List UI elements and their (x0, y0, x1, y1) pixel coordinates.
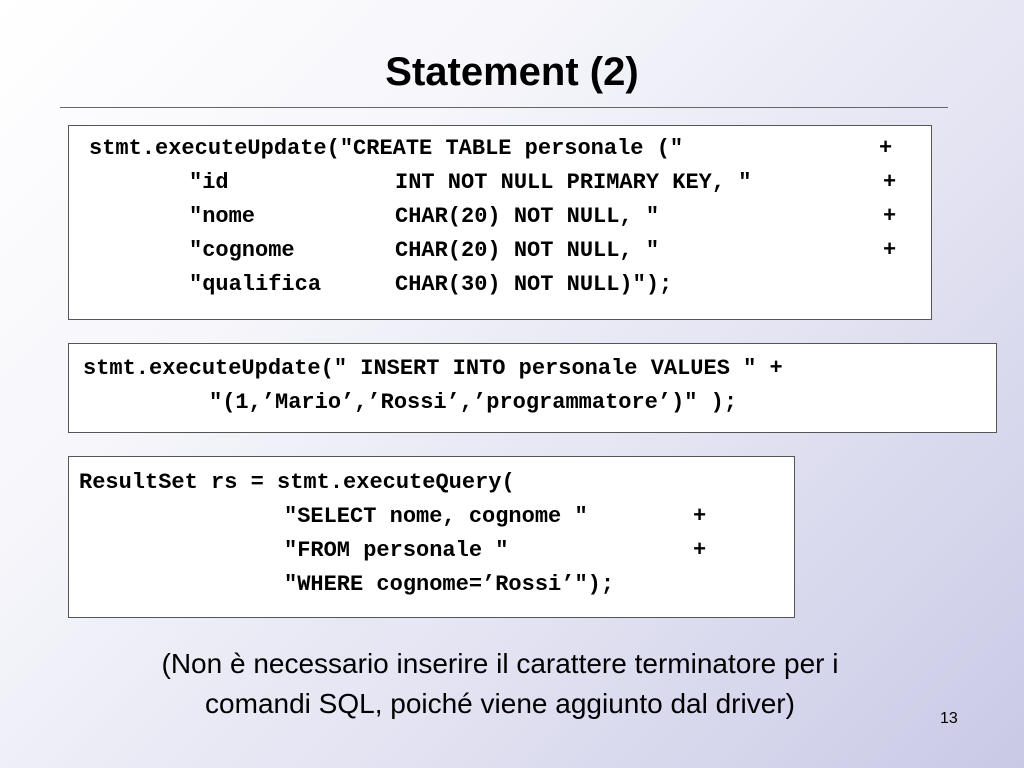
code-fragment: ″nome (189, 204, 256, 229)
code-fragment: + (883, 238, 897, 263)
code-fragment: + (693, 504, 707, 529)
code-fragment: + (883, 204, 897, 229)
code-line: ″SELECT nome, cognome ″ + (69, 500, 706, 534)
code-line: ResultSet rs = stmt.executeQuery( (69, 466, 515, 500)
insert-code-box: stmt.executeUpdate(″ INSERT INTO persona… (68, 343, 997, 433)
driver-terminator-note: (Non è necessario inserire il carattere … (0, 644, 1000, 724)
note-line: comandi SQL, poiché viene aggiunto dal d… (205, 688, 795, 719)
code-fragment: + (883, 170, 897, 195)
code-line: ″WHERE cognome=’Rossi’″); (69, 568, 614, 602)
code-fragment: ″WHERE cognome=’Rossi’″); (284, 572, 615, 597)
code-fragment: ″(1,’Mario’,’Rossi’,’programmatore’)″ ); (209, 390, 738, 415)
code-fragment: INT NOT NULL PRIMARY KEY, ″ (395, 170, 752, 195)
code-line: ″nome CHAR(20) NOT NULL, ″ + (69, 200, 896, 234)
code-fragment: CHAR(20) NOT NULL, ″ (395, 238, 660, 263)
select-query-code-box: ResultSet rs = stmt.executeQuery( ″SELEC… (68, 456, 795, 618)
code-line: ″id INT NOT NULL PRIMARY KEY, ″ + (69, 166, 896, 200)
code-line: ″(1,’Mario’,’Rossi’,’programmatore’)″ ); (69, 386, 737, 420)
code-fragment: stmt.executeUpdate(″CREATE TABLE persona… (89, 136, 684, 161)
code-fragment: ″SELECT nome, cognome ″ (284, 504, 588, 529)
page-number: 13 (940, 710, 958, 727)
code-fragment: ResultSet rs = stmt.executeQuery( (79, 470, 515, 495)
code-fragment: CHAR(30) NOT NULL)″); (395, 272, 673, 297)
code-line: ″FROM personale ″ + (69, 534, 706, 568)
code-line: ″cognome CHAR(20) NOT NULL, ″ + (69, 234, 896, 268)
title-divider (60, 107, 948, 108)
code-line: stmt.executeUpdate(″ INSERT INTO persona… (69, 352, 783, 386)
code-fragment: ″qualifica (189, 272, 322, 297)
slide-title: Statement (2) (385, 50, 639, 94)
code-line: ″qualifica CHAR(30) NOT NULL)″); (69, 268, 672, 302)
code-fragment: stmt.executeUpdate(″ INSERT INTO persona… (83, 356, 783, 381)
code-fragment: ″cognome (189, 238, 295, 263)
code-fragment: + (693, 538, 707, 563)
code-fragment: ″id (189, 170, 229, 195)
code-fragment: CHAR(20) NOT NULL, ″ (395, 204, 660, 229)
create-table-code-box: stmt.executeUpdate(″CREATE TABLE persona… (68, 125, 932, 320)
code-fragment: ″FROM personale ″ (284, 538, 509, 563)
code-line: stmt.executeUpdate(″CREATE TABLE persona… (69, 132, 892, 166)
note-line: (Non è necessario inserire il carattere … (161, 648, 839, 679)
code-fragment: + (879, 136, 893, 161)
